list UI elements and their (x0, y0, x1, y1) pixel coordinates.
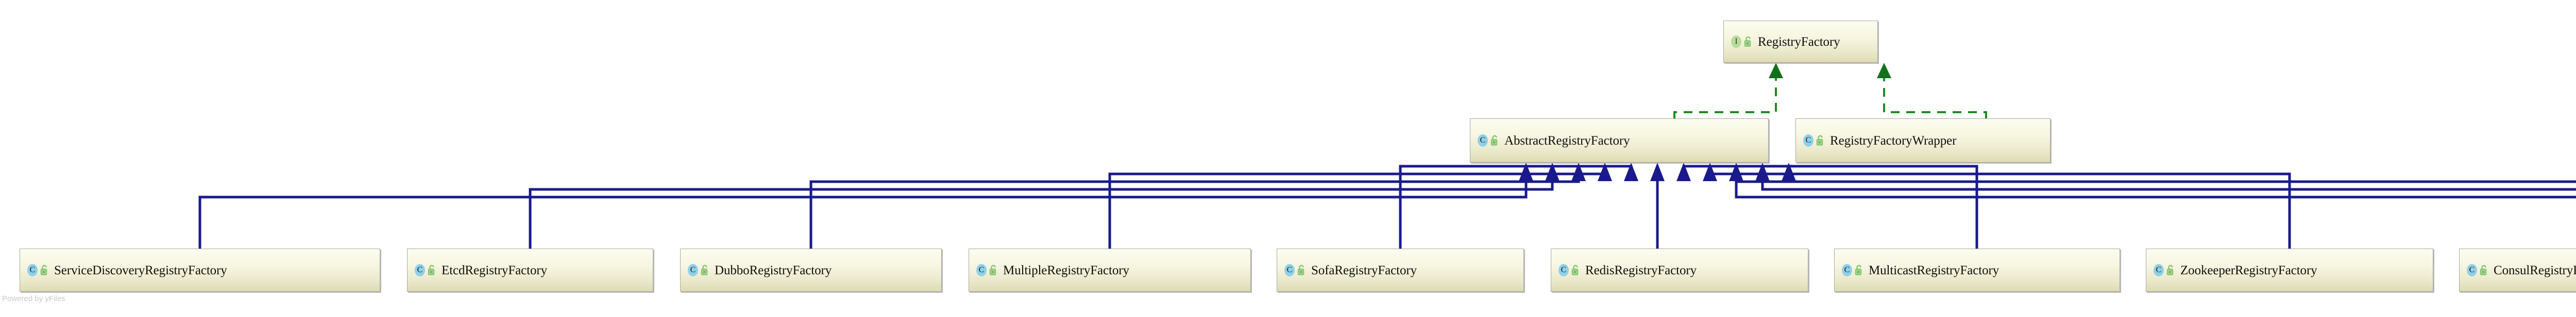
node-zookeeperregistryfactory[interactable]: C ZookeeperRegistryFactory (2146, 249, 2433, 292)
class-icon-letter: C (2156, 266, 2162, 274)
class-icon-letter: C (2469, 266, 2475, 274)
generalization-arrowheads (1519, 163, 1796, 181)
gen-edge-multicastregistryfactory (1682, 165, 1978, 249)
node-abstractregistryfactory[interactable]: C AbstractRegistryFactory (1470, 118, 1769, 163)
node-label: MultipleRegistryFactory (1003, 263, 1129, 277)
gen-edge-nacosregistryfactory (1735, 175, 2576, 199)
class-icon-letter: C (1561, 266, 1567, 274)
gen-edge-zookeeperregistryfactory (1708, 172, 2291, 249)
class-icon: C (1841, 262, 1853, 278)
node-label: EtcdRegistryFactory (442, 263, 547, 277)
class-icon: C (2153, 262, 2165, 278)
class-icon-letter: C (29, 266, 36, 274)
interface-icon-letter: I (1735, 37, 1738, 46)
node-label: DubboRegistryFactory (715, 263, 832, 277)
node-label: ConsulRegistryFactory (2494, 263, 2576, 277)
yfiles-credit: Powered by yFiles (2, 294, 65, 303)
node-consulregistryfactory[interactable]: C ConsulRegistryFactory (2459, 249, 2576, 292)
gen-edge-abstractregistryfactory-deprecated (1761, 175, 2576, 191)
node-redisregistryfactory[interactable]: C RedisRegistryFactory (1551, 249, 1808, 292)
unlocked-padlock-icon (2166, 265, 2176, 276)
node-label: AbstractRegistryFactory (1504, 133, 1630, 148)
unlocked-padlock-icon (1816, 135, 1825, 146)
unlocked-padlock-icon (1744, 36, 1753, 47)
realization-arrowheads (1769, 63, 1891, 78)
node-multicastregistryfactory[interactable]: C MulticastRegistryFactory (1834, 249, 2120, 292)
realization-edges (1673, 72, 1987, 118)
node-label: MulticastRegistryFactory (1869, 263, 1999, 277)
node-label: ServiceDiscoveryRegistryFactory (54, 263, 227, 277)
node-label: SofaRegistryFactory (1311, 263, 1417, 277)
node-servicediscoveryregistryfactory[interactable]: C ServiceDiscoveryRegistryFactory (20, 249, 380, 292)
class-icon-letter: C (1286, 266, 1293, 274)
node-sofaregistryfactory[interactable]: C SofaRegistryFactory (1277, 249, 1524, 292)
node-label: ZookeeperRegistryFactory (2180, 263, 2317, 277)
class-icon: C (975, 262, 988, 278)
gen-edge-multipleregistryfactory (1108, 172, 1606, 249)
class-icon: C (414, 262, 426, 278)
class-icon: C (26, 262, 39, 278)
node-etcdregistryfactory[interactable]: C EtcdRegistryFactory (407, 249, 653, 292)
unlocked-padlock-icon (428, 265, 437, 276)
class-icon: C (2466, 262, 2478, 278)
unlocked-padlock-icon (1855, 265, 1864, 276)
gen-edge-sofaregistryfactory (1399, 165, 1633, 249)
realization-edge-abstractregistryfactory (1673, 72, 1777, 118)
node-label: RedisRegistryFactory (1585, 263, 1697, 277)
interface-icon: I (1730, 34, 1742, 49)
class-icon: C (1557, 262, 1570, 278)
unlocked-padlock-icon (989, 265, 998, 276)
gen-edge-consulregistryfactory (1735, 175, 2576, 183)
realization-edge-registryfactorywrapper (1883, 72, 1987, 118)
gen-edge-servicediscoveryregistryfactory (198, 175, 1528, 249)
class-icon-letter: C (690, 266, 696, 274)
unlocked-padlock-icon (1571, 265, 1581, 276)
node-label: RegistryFactory (1758, 34, 1840, 49)
gen-edge-dubboregistryfactory (809, 175, 1580, 249)
class-icon-letter: C (1480, 136, 1486, 145)
gen-edge-etcdregistryfactory (529, 175, 1554, 249)
class-icon-letter: C (417, 266, 423, 274)
node-dubboregistryfactory[interactable]: C DubboRegistryFactory (680, 249, 942, 292)
node-multipleregistryfactory[interactable]: C MultipleRegistryFactory (969, 249, 1251, 292)
class-icon: C (687, 262, 699, 278)
class-icon-letter: C (1844, 266, 1850, 274)
node-label: RegistryFactoryWrapper (1830, 133, 1957, 148)
unlocked-padlock-icon (40, 265, 49, 276)
class-icon: C (1477, 133, 1489, 148)
class-icon-letter: C (978, 266, 985, 274)
class-icon-letter: C (1805, 136, 1811, 145)
class-icon: C (1283, 262, 1296, 278)
node-registryfactorywrapper[interactable]: C RegistryFactoryWrapper (1795, 118, 2050, 163)
node-registryfactory[interactable]: I RegistryFactory (1723, 21, 1878, 63)
unlocked-padlock-icon (1297, 265, 1307, 276)
unlocked-padlock-icon (1490, 135, 1500, 146)
class-icon: C (1802, 133, 1815, 148)
unlocked-padlock-icon (2480, 265, 2489, 276)
unlocked-padlock-icon (701, 265, 710, 276)
generalization-edges (198, 165, 2576, 249)
